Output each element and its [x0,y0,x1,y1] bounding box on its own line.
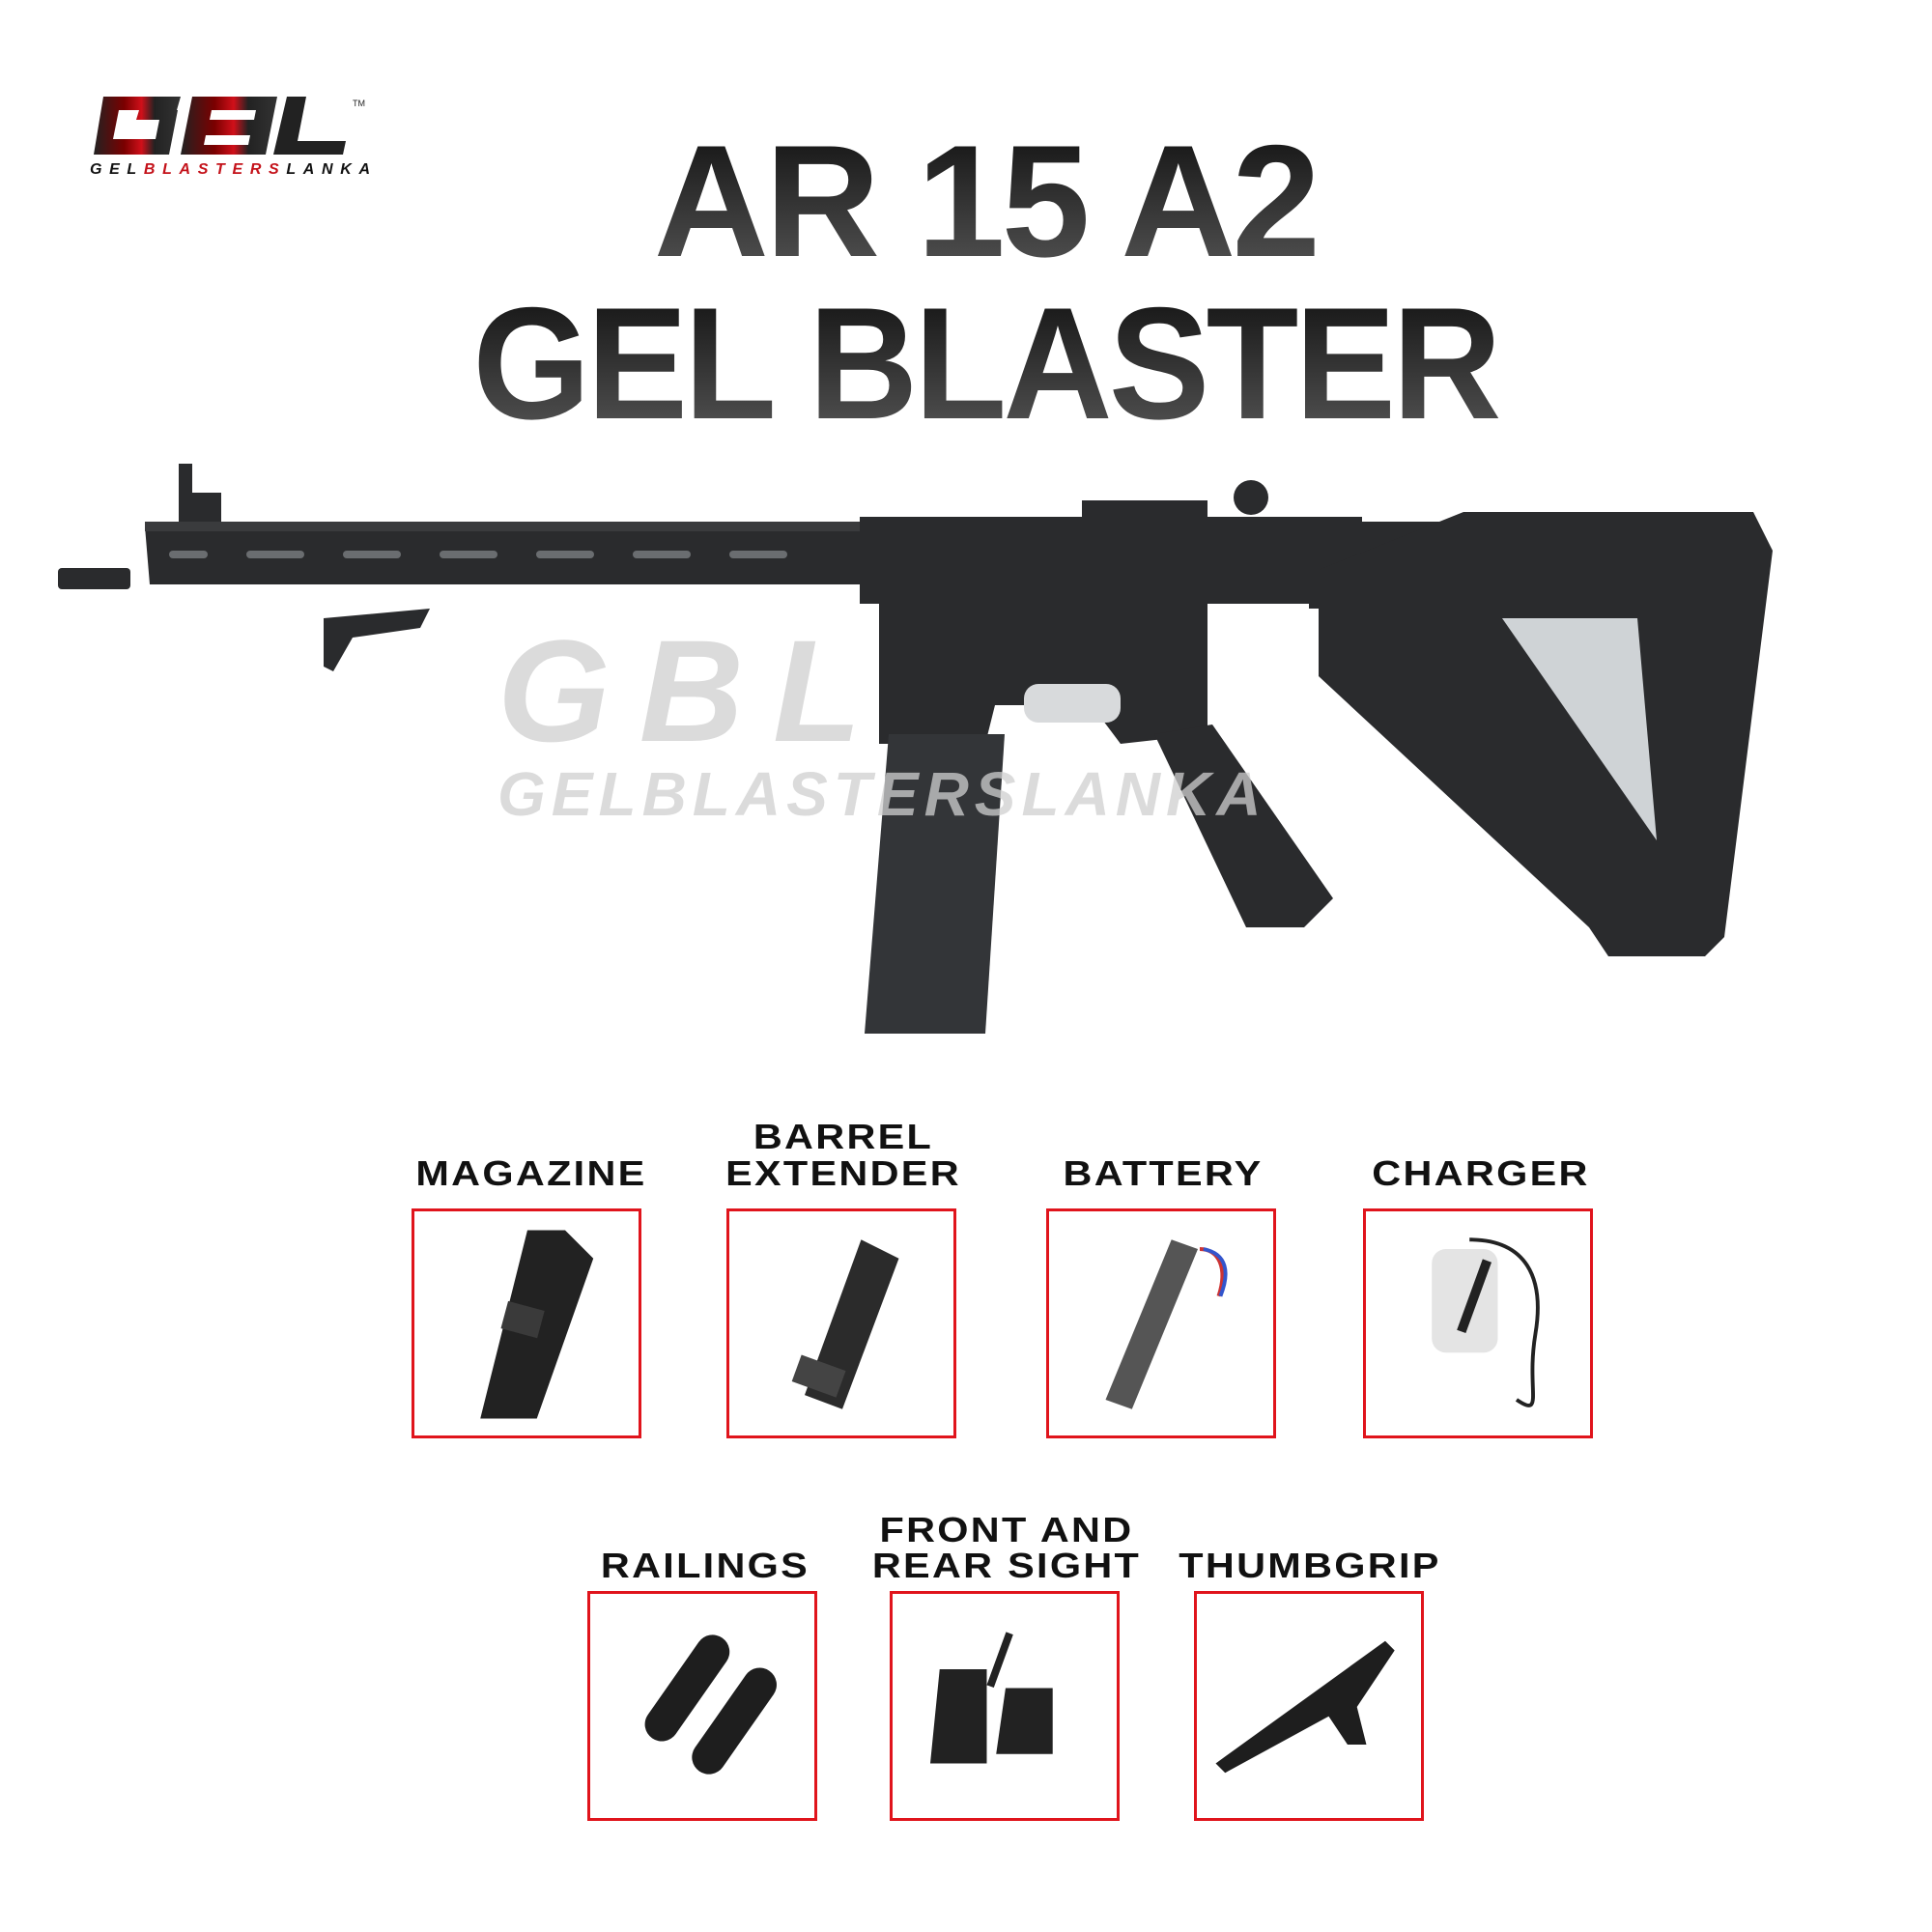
watermark: GBL GELBLASTERSLANKA [497,610,1267,829]
accessory-label: BATTERY [1063,1153,1264,1193]
accessory-label: RAILINGS [600,1546,810,1585]
accessory-label: BARREL [753,1117,934,1156]
barrel-extender-image [726,1208,956,1438]
title-line-2: GEL BLASTER [463,284,1509,443]
magazine-image [412,1208,641,1438]
railings-image [587,1591,817,1821]
accessory-label: THUMBGRIP [1179,1546,1441,1585]
accessory-label: REAR SIGHT [871,1546,1142,1585]
accessory-label: MAGAZINE [415,1153,647,1193]
svg-text:GELBLASTERSLANKA: GELBLASTERSLANKA [90,161,370,178]
title-line-1: AR 15 A2 [435,122,1536,281]
accessory-label: EXTENDER [725,1153,961,1193]
charger-image [1363,1208,1593,1438]
sights-image [890,1591,1120,1821]
thumbgrip-image [1194,1591,1424,1821]
accessory-label: FRONT AND [879,1510,1134,1549]
ar15-gel-blaster-image [58,464,1773,1034]
battery-image [1046,1208,1276,1438]
svg-text:TM: TM [353,99,365,108]
accessory-label: CHARGER [1372,1153,1590,1193]
